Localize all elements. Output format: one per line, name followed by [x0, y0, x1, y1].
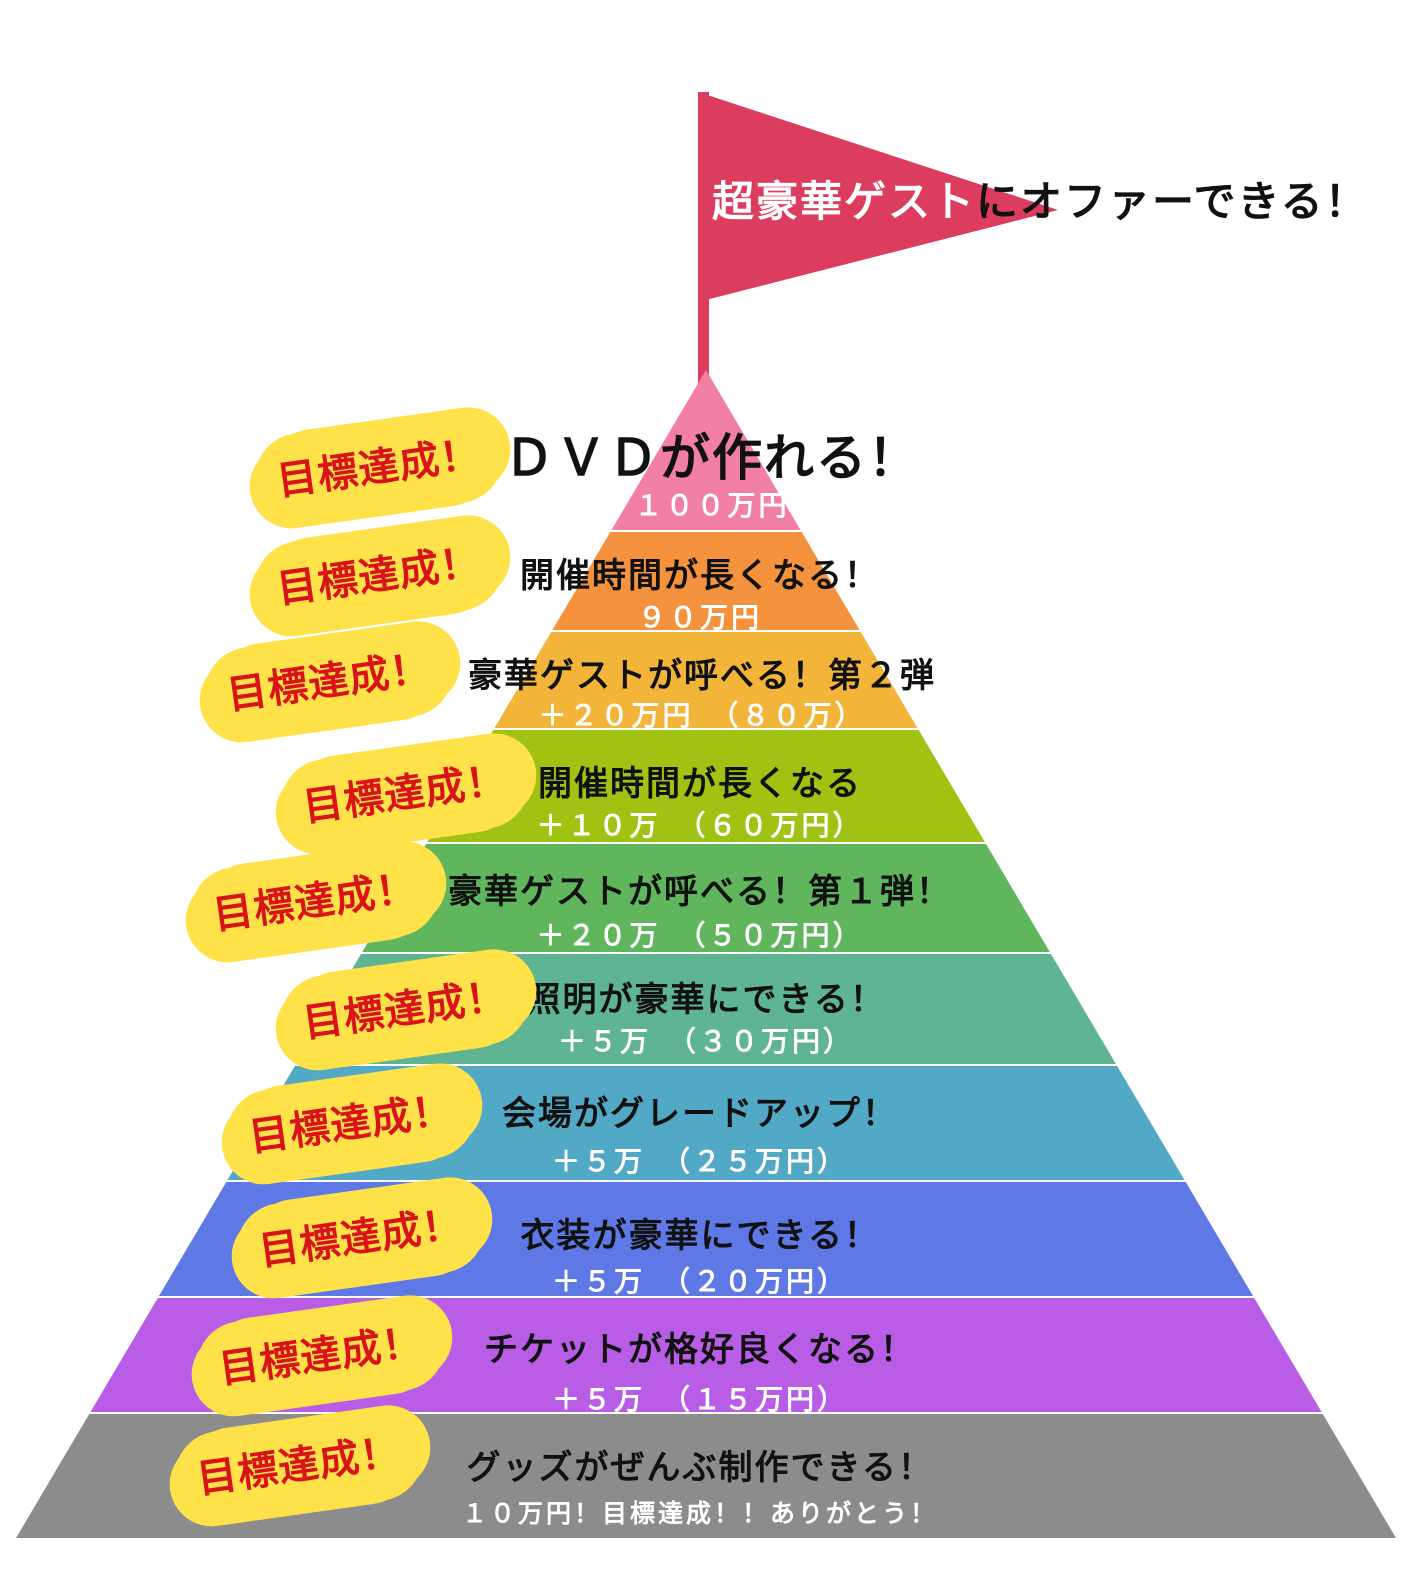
layer-amount-10: １０万円！目標達成！！ありがとう！ — [462, 1499, 939, 1528]
layer-title-10: グッズがぜんぶ制作できる！ — [466, 1448, 934, 1488]
layer-title-6: 照明が豪華にできる！ — [526, 980, 886, 1020]
layer-title-1: ＤＶＤが作れる！ — [504, 429, 920, 487]
layer-title-7: 会場がグレードアップ！ — [502, 1094, 898, 1134]
layer-title-8: 衣装が豪華にできる！ — [520, 1216, 880, 1256]
layer-amount-7: ＋５万 （２５万円） — [552, 1145, 849, 1178]
flag-label: 超豪華ゲストにオファーできる！ — [712, 168, 1369, 229]
flag-pennant — [698, 92, 1058, 302]
pyramid-layer-5 — [362, 844, 1050, 952]
pyramid-layer-1 — [611, 370, 801, 530]
pyramid-layer-2 — [552, 532, 860, 630]
layer-title-2: 開催時間が長くなる！ — [520, 556, 880, 596]
layer-amount-1: １００万円 — [634, 489, 790, 522]
layer-amount-3: ＋２０万円 （８０万） — [538, 699, 866, 732]
pyramid-layer-4 — [427, 730, 985, 842]
pyramid-layer-3 — [494, 632, 918, 728]
layer-amount-6: ＋５万 （３０万円） — [558, 1025, 855, 1058]
flag-label-outside: にオファーできる！ — [976, 177, 1369, 226]
layer-amount-4: ＋１０万 （６０万円） — [536, 809, 864, 842]
layer-amount-5: ＋２０万 （５０万円） — [536, 919, 864, 952]
flag-label-inside: 超豪華ゲスト — [712, 177, 977, 226]
layer-title-3: 豪華ゲストが呼べる！第２弾 — [468, 656, 936, 696]
layer-title-4: 開催時間が長くなる — [538, 764, 862, 804]
layer-title-5: 豪華ゲストが呼べる！第１弾！ — [448, 872, 952, 912]
layer-title-9: チケットが格好良くなる！ — [484, 1330, 916, 1370]
layer-amount-9: ＋５万 （１５万円） — [552, 1383, 849, 1416]
layer-amount-8: ＋５万 （２０万円） — [552, 1265, 849, 1298]
layer-amount-2: ９０万円 — [638, 601, 763, 634]
